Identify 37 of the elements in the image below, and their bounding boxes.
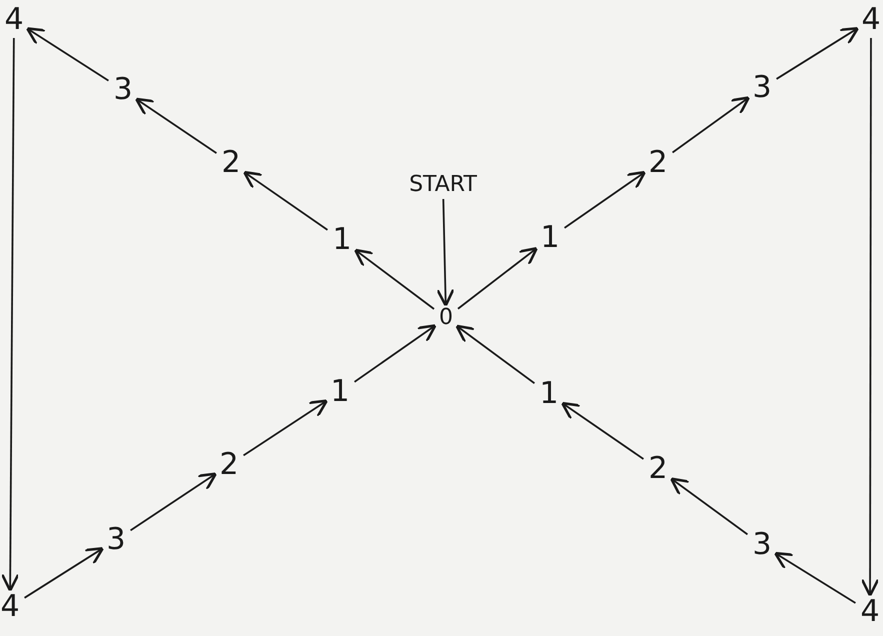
arrow <box>774 552 856 604</box>
node-label: 4 <box>2 4 26 36</box>
arrow <box>776 26 860 80</box>
node-label: 3 <box>104 524 128 556</box>
node-label: 1 <box>538 222 562 254</box>
node-label: 1 <box>328 376 352 408</box>
arrow <box>354 324 437 383</box>
node-label: 4 <box>0 591 22 623</box>
arrow <box>672 96 750 154</box>
node-label: 4 <box>858 596 882 628</box>
arrow <box>354 248 435 310</box>
node-label: 1 <box>537 378 561 410</box>
node-label: 2 <box>646 147 670 179</box>
arrow <box>134 98 217 154</box>
arrow <box>455 324 535 384</box>
arrow <box>564 170 646 229</box>
arrow <box>436 198 455 307</box>
node-label: 3 <box>111 74 135 106</box>
arrow <box>457 246 538 310</box>
node-label: 1 <box>330 224 354 256</box>
node-label: 2 <box>646 453 670 485</box>
arrow <box>860 38 880 597</box>
node-label: 3 <box>750 72 774 104</box>
arrow <box>243 399 328 456</box>
arrow <box>0 38 20 592</box>
node-label: 3 <box>750 529 774 561</box>
arrow <box>24 547 104 599</box>
arrow <box>130 472 218 532</box>
node-label: 0 <box>437 306 455 330</box>
arrow <box>560 402 644 460</box>
node-label: 2 <box>217 449 241 481</box>
arrow <box>670 477 748 536</box>
node-label: START <box>407 173 479 197</box>
node-label: 2 <box>219 147 243 179</box>
arrow <box>26 27 109 82</box>
node-label: 4 <box>859 4 883 36</box>
arrow <box>242 170 328 231</box>
